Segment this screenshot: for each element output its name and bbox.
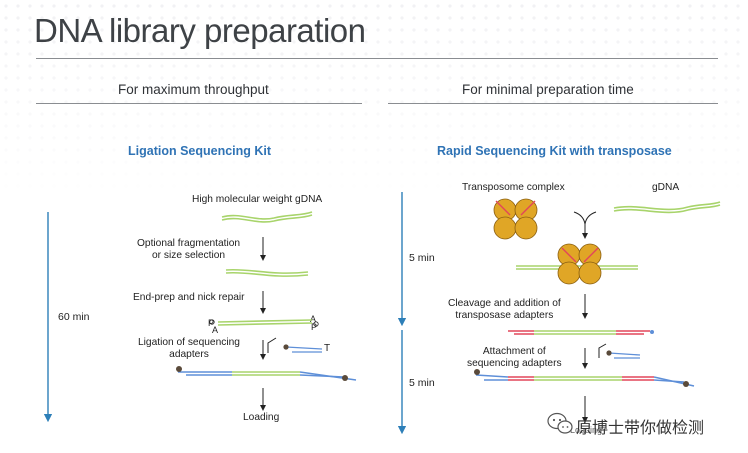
ligated-library-strand	[176, 366, 357, 381]
dotted-background	[0, 0, 748, 200]
title-underline	[36, 58, 718, 59]
right-column-heading: For minimal preparation time	[462, 82, 634, 97]
phosphate-marker-right: P	[311, 322, 318, 332]
watermark-text: 原博士带你做检测	[576, 418, 705, 437]
left-heading-rule	[36, 103, 362, 104]
phosphate-marker-left: P	[208, 318, 215, 328]
label-cleavage: Cleavage and addition of transposase ada…	[448, 298, 561, 321]
a-tail-marker-right: A	[310, 314, 317, 324]
a-tail-marker-left: A	[212, 325, 219, 335]
end-prepped-strand	[209, 319, 319, 327]
time-60-min: 60 min	[58, 311, 90, 323]
transposome-complex-icon	[493, 198, 538, 240]
label-hmw-gdna: High molecular weight gDNA	[192, 194, 323, 205]
label-ligation: Ligation of sequencing adapters	[138, 337, 240, 360]
label-loading-left: Loading	[243, 412, 280, 423]
label-fragmentation: Optional fragmentation or size selection	[137, 238, 241, 261]
right-heading-rule	[388, 103, 718, 104]
tagmented-fragment	[508, 330, 654, 335]
fragmented-gdna-strand	[225, 268, 309, 277]
t-overhang-marker: T	[324, 343, 331, 354]
sequencing-adapter-left	[283, 344, 323, 353]
sequencing-adapter-right	[606, 350, 641, 359]
ligation-kit-title: Ligation Sequencing Kit	[128, 144, 272, 158]
label-end-prep: End-prep and nick repair	[133, 292, 245, 303]
rapid-kit-title: Rapid Sequencing Kit with transposase	[437, 144, 672, 158]
hmw-gdna-strand	[221, 211, 313, 223]
combine-arrow	[573, 211, 597, 239]
label-attachment: Attachment of sequencing adapters	[467, 346, 562, 369]
gdna-strand-right	[613, 201, 721, 214]
label-gdna-right: gDNA	[652, 182, 680, 193]
label-loading-right: Loading	[570, 425, 603, 435]
page-title: DNA library preparation	[34, 12, 366, 49]
step-arrow-left-3	[260, 337, 277, 360]
bound-transposome-on-dna	[516, 243, 638, 285]
step-arrow-right-2	[582, 343, 607, 369]
time-5-min-first: 5 min	[409, 252, 435, 264]
time-5-min-second: 5 min	[409, 377, 435, 389]
left-column-heading: For maximum throughput	[118, 82, 269, 97]
final-library-strand	[474, 369, 695, 387]
label-transposome: Transposome complex	[462, 182, 565, 193]
wechat-icon	[547, 412, 573, 434]
